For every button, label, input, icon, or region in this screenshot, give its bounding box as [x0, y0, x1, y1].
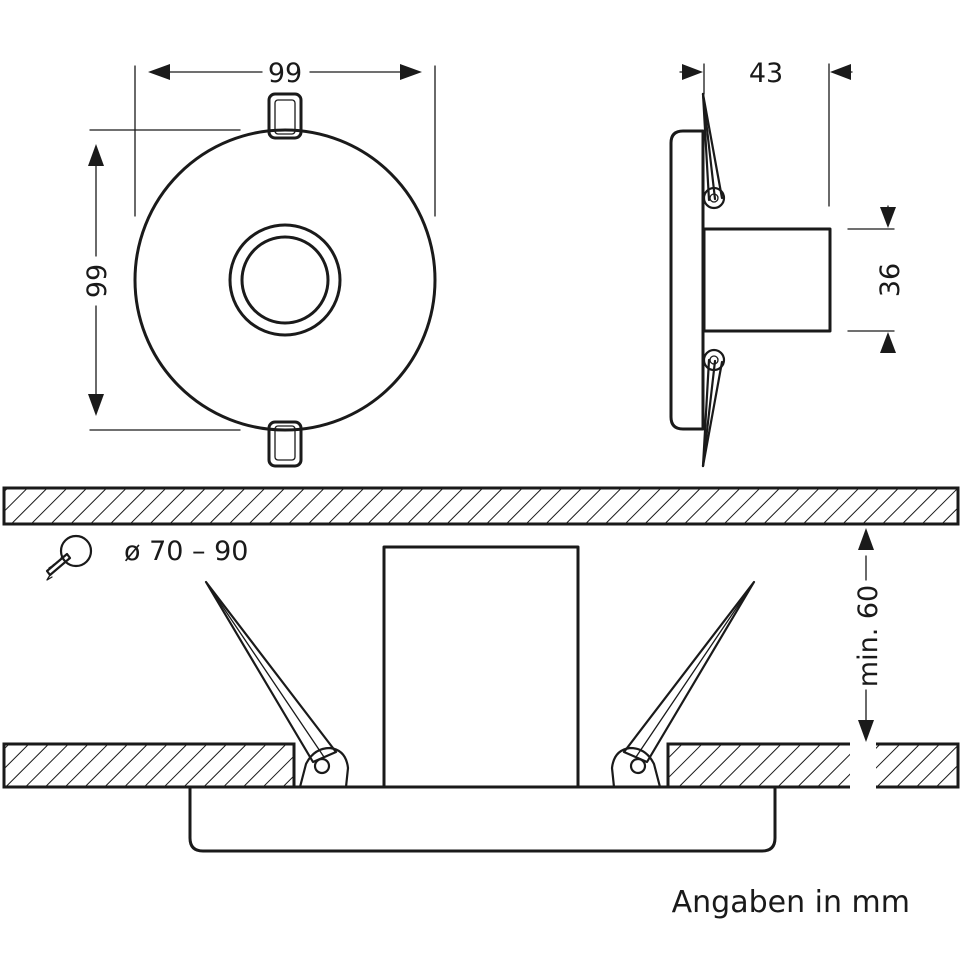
side-depth-dimension: 43 [679, 58, 853, 207]
installed-body [382, 545, 580, 789]
ceiling-panel-right [666, 742, 960, 789]
installation-view: ø 70 – 90 min. 60 [2, 486, 960, 853]
side-depth-label: 43 [749, 58, 783, 89]
side-view: 43 36 [669, 58, 906, 468]
front-bottom-clip [267, 420, 303, 468]
front-height-label: 99 [82, 264, 113, 298]
front-width-dimension: 99 [134, 58, 436, 217]
front-width-label: 99 [268, 58, 302, 89]
right-spring [610, 580, 756, 789]
side-flange [669, 129, 705, 431]
ceiling-panel-left [2, 742, 296, 789]
front-lens-inner-ring [240, 235, 330, 325]
side-body-label: 36 [875, 263, 906, 297]
hole-saw-icon [45, 534, 93, 581]
cutout-diameter-label: ø 70 – 90 [124, 536, 248, 567]
clearance-label: min. 60 [853, 585, 884, 687]
side-upper-spring [701, 92, 726, 210]
front-outer-disc [133, 128, 437, 432]
upper-slab [2, 486, 960, 526]
side-body-dimension: 36 [847, 205, 906, 353]
front-lens-outer-ring [228, 223, 342, 337]
side-body [702, 227, 832, 333]
front-height-dimension: 99 [82, 129, 241, 431]
side-lower-spring [701, 348, 726, 468]
units-note: Angaben in mm [672, 885, 910, 920]
front-view: 99 99 [82, 58, 437, 468]
clearance-dimension: min. 60 [853, 528, 884, 742]
front-top-clip [267, 92, 303, 140]
left-spring [204, 580, 350, 789]
installed-flange [188, 785, 777, 853]
